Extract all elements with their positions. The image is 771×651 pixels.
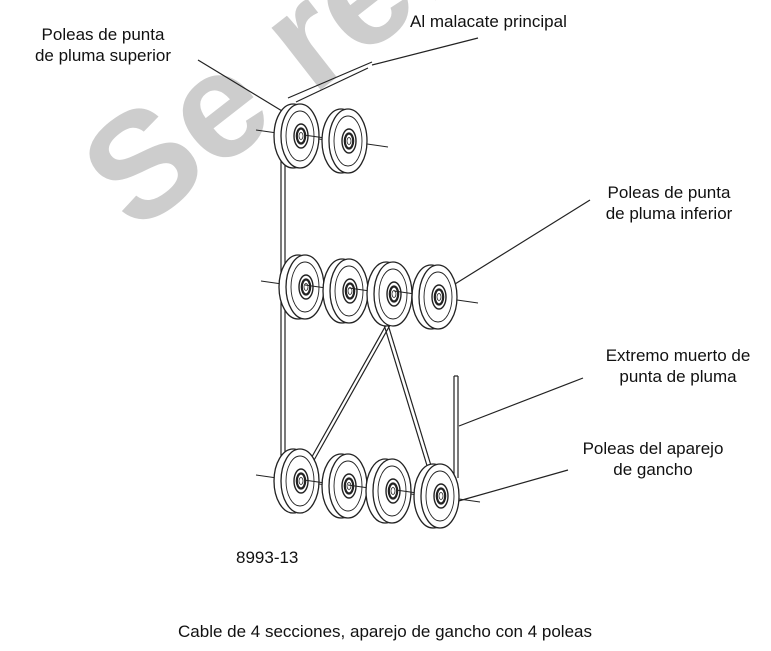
- label-upper-sheaves: Poleas de punta de pluma superior: [34, 25, 172, 65]
- label-dead-end: Extremo muerto de punta de pluma: [605, 346, 751, 386]
- rope-segment: [385, 317, 437, 483]
- leader-lower-sheaves: [454, 199, 591, 285]
- hook-block-sheave: [347, 458, 433, 524]
- hook-block-sheave: [255, 448, 341, 514]
- label-main-hoist: Al malacate principal: [410, 12, 567, 31]
- rope-segment: [303, 317, 395, 479]
- hook-block-sheave: [303, 453, 389, 519]
- lower-boom-sheave: [304, 258, 390, 324]
- lower-boom-sheave: [393, 264, 479, 330]
- upper-boom-sheave: [255, 103, 341, 169]
- label-hook-block: Poleas del aparejo de gancho: [582, 439, 724, 479]
- hook-block-sheave: [395, 463, 481, 529]
- leader-upper-sheaves: [197, 59, 288, 115]
- rope-segment: [287, 61, 373, 99]
- leader-main-hoist: [371, 37, 479, 66]
- rope-segment: [295, 67, 369, 103]
- leader-dead-end: [458, 377, 584, 427]
- wire-rope: [280, 61, 459, 490]
- lower-boom-sheave: [348, 261, 434, 327]
- leader-hook-block: [454, 469, 569, 503]
- rope-segment: [299, 317, 391, 479]
- label-lower-sheaves: Poleas de punta de pluma inferior: [605, 183, 733, 223]
- leader-lines: [197, 37, 591, 503]
- lower-boom-sheave: [260, 254, 346, 320]
- drawing-number: 8993-13: [236, 548, 299, 567]
- sheaves: [255, 103, 481, 529]
- rope-segment: [381, 317, 433, 483]
- figure-caption: Cable de 4 secciones, aparejo de gancho …: [178, 622, 592, 641]
- upper-boom-sheave: [303, 108, 389, 174]
